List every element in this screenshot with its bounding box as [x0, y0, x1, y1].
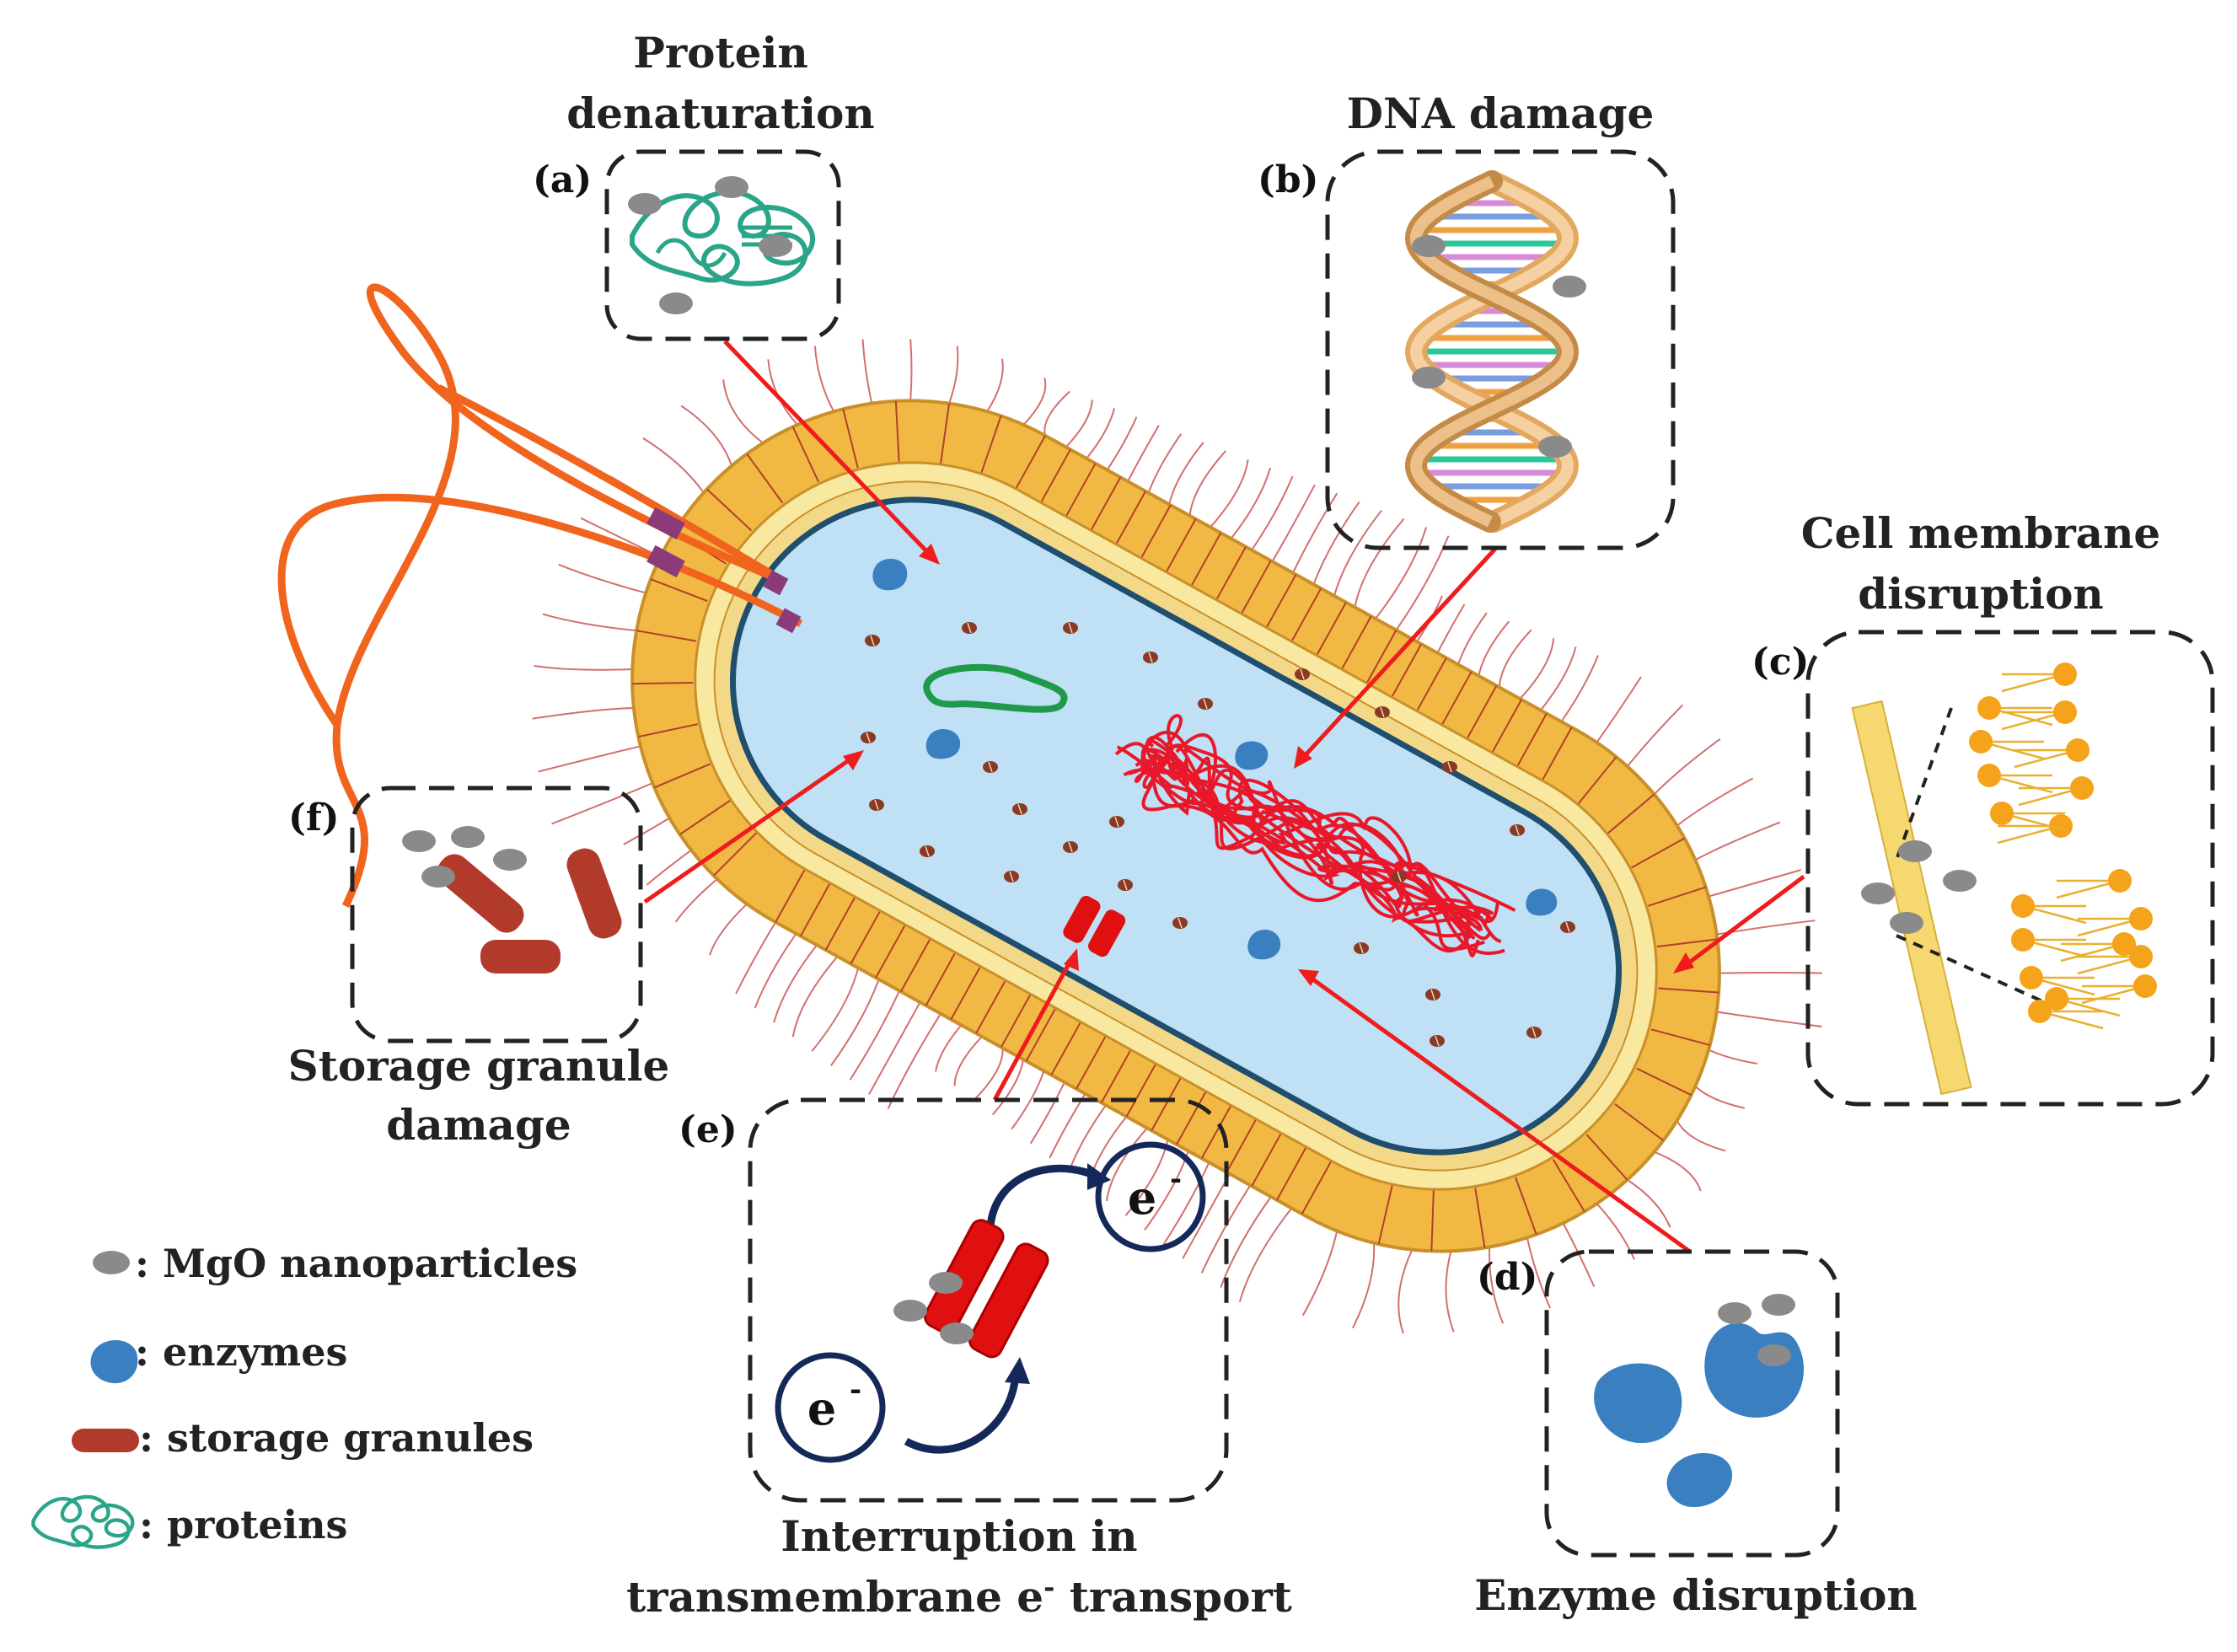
transmembrane-transporter — [1063, 895, 1126, 957]
legend-mgo-swatch — [93, 1251, 130, 1274]
granule — [480, 940, 561, 974]
electron-bottom-sup: - — [850, 1373, 861, 1407]
legend: : MgO nanoparticles : enzymes : storage … — [31, 1241, 577, 1549]
panel-b-dna-damage: DNA damage (b) — [1258, 88, 1676, 550]
panel-c-title-line1: Cell membrane — [1801, 508, 2161, 558]
protein-icon — [630, 190, 816, 287]
panel-c-tag: (c) — [1752, 641, 1809, 684]
enzyme — [1247, 930, 1281, 960]
membrane-bar — [1851, 700, 1972, 1096]
panel-b-title: DNA damage — [1347, 88, 1655, 138]
granule — [437, 854, 524, 933]
panel-d-tag: (d) — [1477, 1256, 1537, 1299]
panel-f-storage-granule-damage: (f) Storage granule damage — [288, 786, 670, 1150]
mechanism-arrows — [643, 340, 1805, 1254]
panel-f-title-line1: Storage granule — [288, 1041, 670, 1091]
enzyme-icon — [1594, 1363, 1682, 1444]
panel-d-enzyme-disruption: (d) Enzyme disruption — [1474, 1249, 1918, 1620]
cytoplasm-contents — [861, 559, 1575, 1047]
enzyme-icon — [1666, 1452, 1732, 1508]
legend-enzyme-swatch — [90, 1340, 138, 1384]
cytoplasm — [730, 496, 1622, 1156]
electron-bottom: e - — [775, 1352, 886, 1463]
enzyme — [1526, 888, 1558, 916]
legend-mgo-label: : MgO nanoparticles — [135, 1241, 577, 1286]
panel-b-box — [1325, 149, 1676, 550]
legend-granule-swatch — [72, 1429, 139, 1452]
panel-e-title-line1: Interruption in — [781, 1511, 1137, 1561]
granule — [566, 848, 622, 939]
legend-protein-swatch — [31, 1494, 135, 1549]
pili — [532, 339, 1822, 1334]
electron-bottom-label: e — [807, 1381, 836, 1435]
phospholipid-bilayer — [1969, 662, 2157, 1030]
enzyme — [1235, 741, 1269, 770]
enzyme — [872, 559, 908, 591]
panel-a-box — [604, 149, 841, 341]
dna-helix-icon — [1404, 170, 1580, 533]
panel-f-box — [350, 786, 643, 1043]
panel-c-box — [1805, 630, 2215, 1107]
panel-f-tag: (f) — [288, 796, 340, 839]
panel-f-title-line2: damage — [386, 1100, 571, 1150]
legend-protein-label: : proteins — [139, 1502, 347, 1547]
panel-d-title: Enzyme disruption — [1474, 1570, 1918, 1620]
bacterium-cell — [532, 339, 1822, 1334]
panel-a-protein-denaturation: Protein denaturation (a) — [533, 28, 875, 341]
cell-wall-ribs — [632, 400, 1719, 1252]
panel-a-title-line2: denaturation — [566, 88, 875, 138]
panel-d-box — [1544, 1249, 1840, 1558]
panel-b-tag: (b) — [1258, 158, 1318, 201]
panel-e-tag: (e) — [679, 1108, 738, 1151]
plasmid — [923, 663, 1068, 713]
enzyme-icon — [1704, 1322, 1804, 1418]
flagellum — [277, 283, 803, 908]
panel-a-title-line1: Protein — [633, 28, 808, 78]
panel-c-cell-membrane-disruption: Cell membrane disruption (c) — [1752, 508, 2215, 1107]
panel-e-box — [748, 1097, 1229, 1503]
ribosomes — [861, 622, 1575, 1047]
enzyme — [925, 729, 961, 759]
electron-top-sup: - — [1170, 1162, 1182, 1196]
panel-c-title-line2: disruption — [1858, 569, 2104, 619]
legend-enzyme-label: : enzymes — [135, 1329, 347, 1375]
panel-e-title-line2: transmembrane e- transport — [626, 1571, 1292, 1622]
panel-e-electron-transport: (e) e - e - Interruption in transmembran… — [626, 1097, 1292, 1622]
nucleoid-dna — [1114, 714, 1516, 957]
transporter-icon — [923, 1219, 1049, 1359]
electron-top: e - — [1095, 1141, 1206, 1252]
panel-a-tag: (a) — [533, 158, 592, 201]
legend-granule-label: : storage granules — [139, 1415, 534, 1461]
electron-top-label: e — [1128, 1171, 1156, 1225]
